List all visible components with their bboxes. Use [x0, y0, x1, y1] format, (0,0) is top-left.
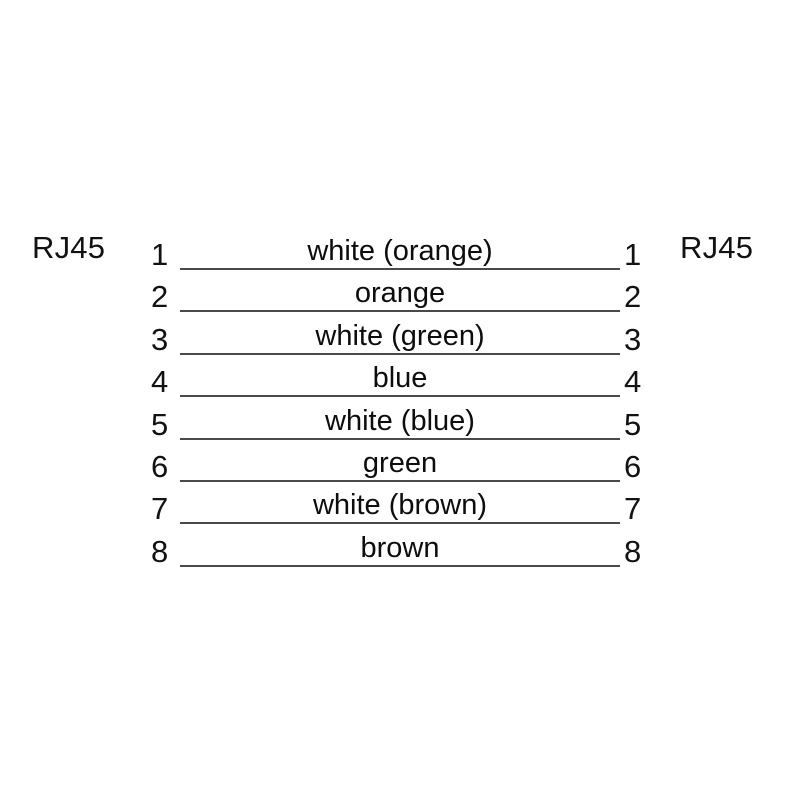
wire-conductor-line — [180, 268, 620, 270]
left-pin-number: 4 — [151, 364, 169, 400]
wire-conductor-line — [180, 437, 620, 440]
right-connector-label: RJ45 — [680, 230, 754, 265]
wire-conductor-line — [180, 522, 620, 525]
left-connector-label: RJ45 — [32, 230, 106, 265]
left-pin-number: 1 — [151, 237, 169, 272]
right-pin-number: 8 — [624, 533, 642, 569]
right-pin-number: 6 — [624, 449, 642, 484]
right-pin-number: 3 — [624, 321, 642, 357]
right-pin-number: 5 — [624, 406, 642, 442]
right-pin-number: 2 — [624, 279, 642, 315]
left-pin-number: 7 — [151, 491, 169, 527]
wire-conductor-line — [180, 310, 620, 313]
wire-conductor-line — [180, 480, 620, 482]
left-pin-number: 6 — [151, 449, 169, 484]
wire-color-label: white (orange) — [307, 235, 493, 267]
left-pin-number: 2 — [151, 279, 169, 315]
wire-conductor-line — [180, 564, 620, 567]
right-pin-number: 4 — [624, 364, 642, 400]
right-pin-number: 1 — [624, 237, 642, 272]
right-pin-number: 7 — [624, 491, 642, 527]
wire-conductor-line — [180, 352, 620, 355]
wire-color-label: white (blue) — [325, 404, 475, 437]
left-pin-number: 5 — [151, 406, 169, 442]
wire-color-label: white (brown) — [312, 489, 488, 522]
wire-color-label: brown — [360, 531, 440, 564]
wire-color-label: green — [362, 447, 438, 479]
wire-color-label: blue — [372, 362, 428, 395]
wire-color-label: white (green) — [315, 319, 485, 352]
wire-conductor-line — [180, 395, 620, 398]
left-pin-number: 3 — [151, 321, 169, 357]
wire-color-label: orange — [354, 277, 446, 310]
left-pin-number: 8 — [151, 533, 169, 569]
